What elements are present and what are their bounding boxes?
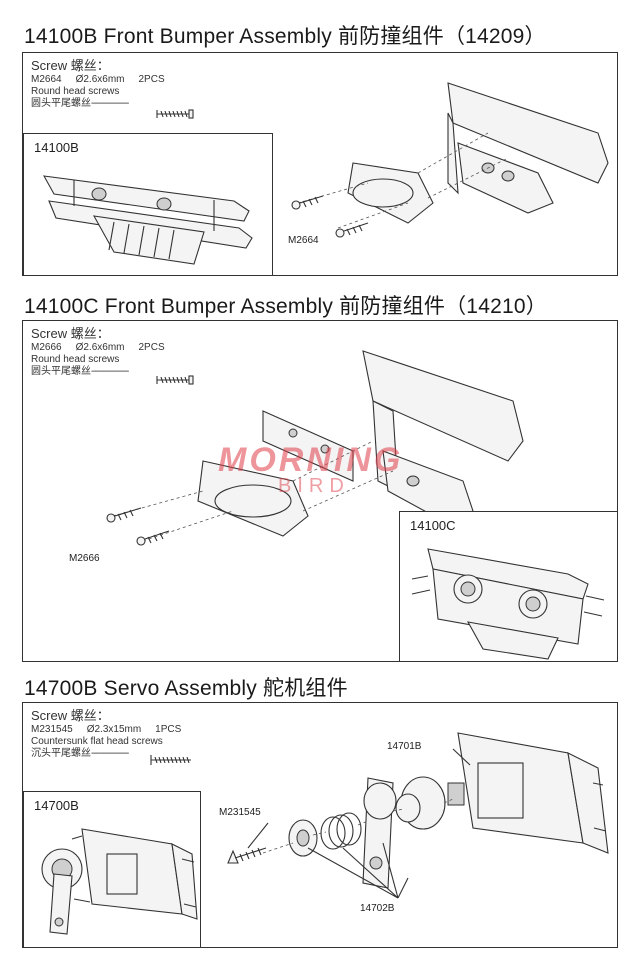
inset-panel: 14100B bbox=[23, 133, 273, 276]
screw-size: Ø2.6x6mm bbox=[75, 342, 125, 353]
screw-desc-cn: 沉头平尾螺丝 bbox=[31, 748, 91, 759]
inset-label: 14100B bbox=[34, 140, 79, 155]
screw-icon bbox=[156, 375, 194, 385]
screw-spec: Screw 螺丝： M2664 Ø2.6x6mm 2PCS Round head s… bbox=[31, 58, 165, 109]
screw-qty: 2PCS bbox=[138, 342, 165, 353]
screw-icon bbox=[150, 755, 191, 765]
bumper-illustration bbox=[411, 548, 605, 660]
screw-spec: Screw 螺丝： M231545 Ø2.3x15mm 1PCS Countersu… bbox=[31, 708, 182, 759]
exploded-view-illustration bbox=[106, 350, 524, 546]
screw-part bbox=[106, 507, 170, 546]
callout-label: M2666 bbox=[69, 553, 100, 564]
spring-part bbox=[320, 812, 362, 850]
inset-panel: 14700B bbox=[23, 791, 201, 948]
exploded-view-illustration bbox=[291, 82, 609, 238]
watermark-logo: MORNING BIRD bbox=[218, 441, 448, 501]
screw-header: Screw 螺丝： bbox=[31, 326, 110, 341]
screw-desc-en: Round head screws bbox=[31, 354, 120, 365]
exploded-view-illustration bbox=[227, 732, 609, 899]
callout-label: M231545 bbox=[219, 807, 261, 818]
screw-qty: 2PCS bbox=[138, 74, 165, 85]
inset-label: 14100C bbox=[410, 518, 456, 533]
screw-code: M2664 bbox=[31, 74, 62, 85]
diagram-frame: Screw 螺丝： M2664 Ø2.6x6mm 2PCS Round head s… bbox=[22, 52, 618, 276]
screw-icon bbox=[156, 109, 194, 119]
screw-desc-cn: 圆头平尾螺丝 bbox=[31, 98, 91, 109]
section-title: 14100C Front Bumper Assembly 前防撞组件（14210… bbox=[24, 295, 547, 318]
servo-illustration bbox=[41, 828, 198, 935]
screw-code: M2666 bbox=[31, 342, 62, 353]
diagram-frame: Screw 螺丝： M231545 Ø2.3x15mm 1PCS Countersu… bbox=[22, 702, 618, 948]
callout-label: 14702B bbox=[360, 903, 395, 914]
screw-spec: Screw 螺丝： M2666 Ø2.6x6mm 2PCS Round head s… bbox=[31, 326, 165, 377]
screw-header: Screw 螺丝： bbox=[31, 58, 110, 73]
screw-desc-cn: 圆头平尾螺丝 bbox=[31, 366, 91, 377]
callout-label: M2664 bbox=[288, 235, 319, 246]
bumper-illustration bbox=[42, 175, 253, 265]
screw-size: Ø2.3x15mm bbox=[86, 724, 142, 735]
watermark-text: MORNING bbox=[218, 441, 404, 479]
watermark-subtext: BIRD bbox=[278, 475, 350, 497]
section-title: 14100B Front Bumper Assembly 前防撞组件（14209… bbox=[24, 25, 546, 48]
diagram-frame: Screw 螺丝： M2666 Ø2.6x6mm 2PCS Round head s… bbox=[22, 320, 618, 662]
screw-desc-en: Countersunk flat head screws bbox=[31, 736, 163, 747]
screw-part bbox=[291, 195, 369, 238]
inset-panel: 14100C bbox=[399, 511, 618, 662]
screw-qty: 1PCS bbox=[155, 724, 182, 735]
section-title: 14700B Servo Assembly 舵机组件 bbox=[24, 677, 348, 700]
screw-code: M231545 bbox=[31, 724, 73, 735]
inset-label: 14700B bbox=[34, 798, 79, 813]
screw-part bbox=[227, 847, 267, 864]
screw-desc-en: Round head screws bbox=[31, 86, 120, 97]
screw-header: Screw 螺丝： bbox=[31, 708, 110, 723]
callout-label: 14701B bbox=[387, 741, 422, 752]
screw-size: Ø2.6x6mm bbox=[75, 74, 125, 85]
